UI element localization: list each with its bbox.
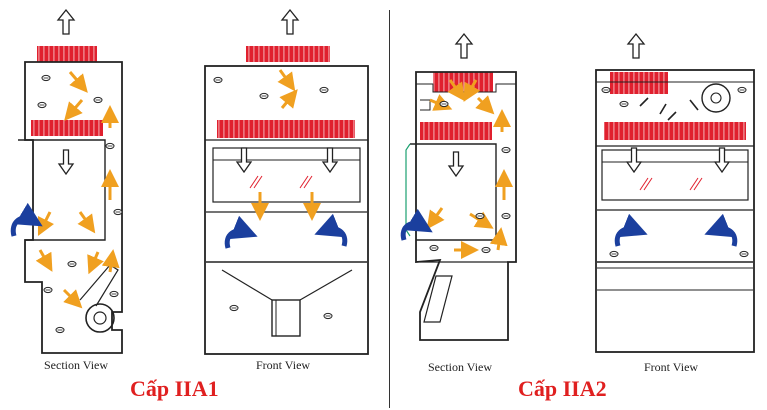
panel-iia1-section: [10, 9, 123, 354]
downflow-arrow-icon: [448, 151, 464, 177]
hepa-filter-icon: [604, 122, 746, 140]
class-divider-line: [389, 10, 390, 408]
room-air-inflow-icon: [224, 215, 258, 249]
room-air-inflow-icon: [400, 208, 433, 241]
exhaust-up-arrow-icon: [57, 9, 75, 35]
downflow-arrow-icon: [626, 147, 642, 173]
panel-iia1-front: [204, 9, 369, 355]
room-air-inflow-icon: [614, 213, 648, 247]
room-air-inflow-icon: [314, 213, 348, 247]
hepa-filter-icon: [420, 122, 492, 140]
blower-fan-icon: [85, 303, 115, 333]
hepa-filter-icon: [217, 120, 355, 138]
exhaust-up-arrow-icon: [627, 33, 645, 59]
downflow-arrow-icon: [58, 149, 74, 175]
room-air-inflow-icon: [10, 202, 43, 237]
hepa-filter-icon: [433, 72, 493, 92]
class-label-iia1: Cấp IIA1: [130, 376, 219, 401]
view-label-iia2-front: Front View: [644, 360, 699, 374]
exhaust-up-arrow-icon: [455, 33, 473, 59]
downflow-arrow-icon: [714, 147, 730, 173]
view-label-iia1-section: Section View: [44, 358, 109, 372]
airflow-arrow-icon: [251, 69, 321, 221]
room-air-inflow-icon: [704, 213, 738, 247]
class-label-iia2: Cấp IIA2: [518, 376, 607, 401]
airflow-arrow-icon: [426, 79, 513, 259]
view-label-iia2-section: Section View: [428, 360, 493, 374]
hepa-filter-icon: [31, 120, 103, 136]
panel-iia2-section: [400, 33, 517, 341]
exhaust-up-arrow-icon: [281, 9, 299, 35]
hepa-filter-icon: [246, 46, 330, 62]
view-label-iia1-front: Front View: [256, 358, 311, 372]
airflow-arrow-icon: [35, 71, 120, 309]
hepa-filter-icon: [610, 72, 668, 94]
panel-iia2-front: [595, 33, 755, 353]
blower-fan-icon: [701, 83, 731, 113]
hepa-filter-icon: [37, 46, 97, 62]
